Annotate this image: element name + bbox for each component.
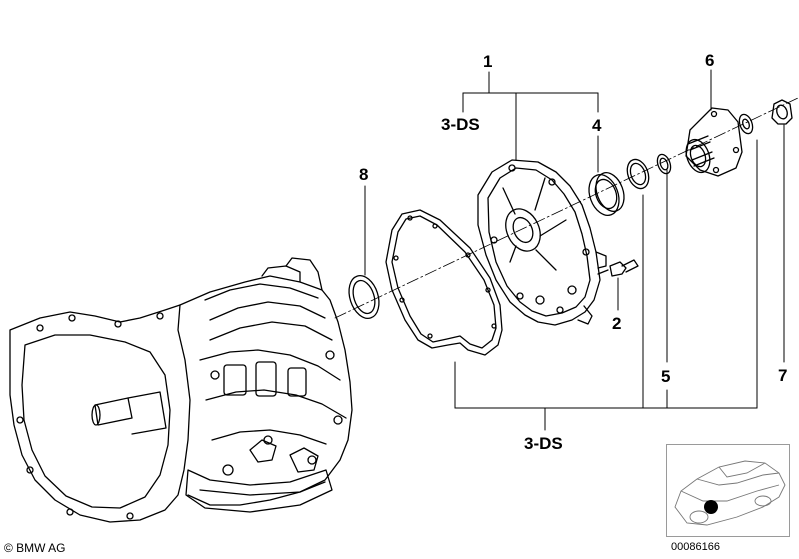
callout-6: 6 (705, 51, 715, 70)
callout-3-ds-bottom: 3-DS (524, 434, 563, 453)
callout-8: 8 (359, 165, 369, 184)
part-8-seal-ring (348, 274, 380, 320)
callout-4: 4 (592, 116, 602, 135)
image-number: 00086166 (671, 541, 720, 553)
part-3-gasket (385, 209, 503, 356)
transmission-drawing (9, 257, 353, 523)
callout-3-ds-top: 3-DS (441, 115, 480, 134)
vehicle-locator-thumbnail (666, 444, 790, 537)
part-2-screw (597, 259, 639, 277)
part-6-output-flange (685, 107, 743, 177)
callout-1: 1 (483, 52, 493, 71)
callout-7: 7 (778, 366, 788, 385)
part-4-shaft-seal (588, 172, 625, 216)
part-1-rear-cover (477, 159, 607, 326)
assembly-axis-line (334, 97, 799, 319)
leader-lines (364, 69, 785, 431)
part-5-circlip (626, 158, 650, 190)
part-7-washer (738, 113, 754, 135)
locator-marker (704, 500, 718, 514)
car-outline (674, 460, 786, 526)
copyright-label: © BMW AG (4, 541, 66, 555)
callout-2: 2 (612, 314, 622, 333)
callout-5: 5 (661, 367, 671, 386)
small-ring (656, 153, 672, 175)
collar-nut (771, 99, 793, 125)
